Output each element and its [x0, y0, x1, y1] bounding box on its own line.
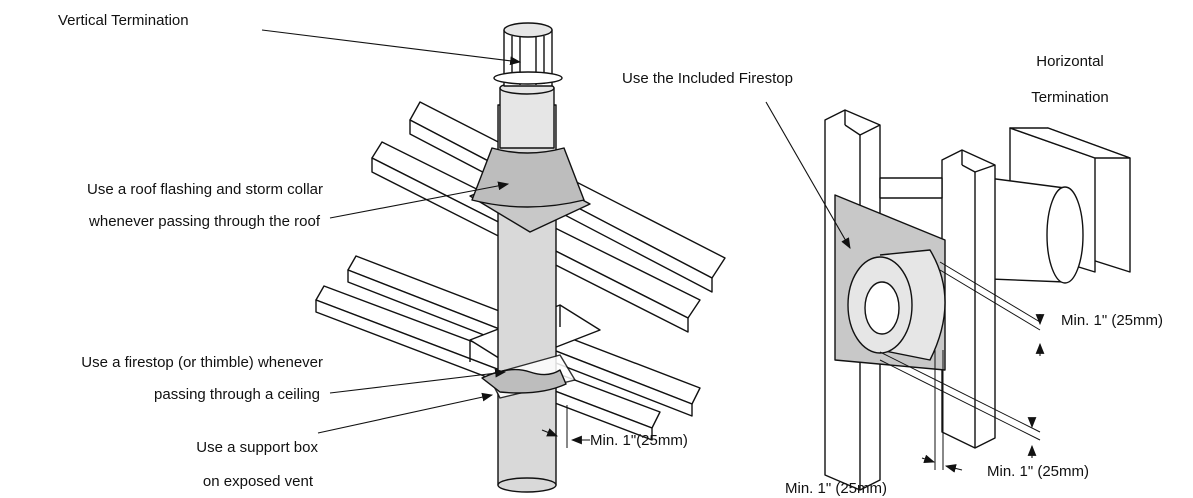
label-horizontal-line1: Horizontal: [1036, 53, 1104, 70]
label-firestop-line1: Use a firestop (or thimble) whenever: [81, 354, 323, 371]
label-roof-flashing-line1: Use a roof flashing and storm collar: [87, 181, 323, 198]
storm-collar: [471, 147, 585, 208]
label-firestop-line2: passing through a ceiling: [154, 386, 320, 403]
label-min-right-lower: Min. 1" (25mm): [987, 463, 1090, 480]
leader-included-firestop: [765, 101, 851, 249]
wall-vent-pipe: [847, 249, 946, 361]
label-horizontal-line2: Termination: [1031, 89, 1109, 106]
dimension-arrows: [541, 314, 1045, 473]
dim-arrow-bottom-right: [944, 464, 963, 473]
label-roof-flashing-line2: whenever passing through the roof: [89, 213, 320, 230]
dim-arrow-vertical: [541, 428, 559, 437]
label-included-firestop: Use the Included Firestop: [622, 70, 793, 87]
label-min-vertical: Min. 1"(25mm): [590, 432, 688, 449]
label-support-box-line1: Use a support box: [196, 439, 318, 456]
label-min-right-upper: Min. 1" (25mm): [1061, 312, 1164, 329]
label-min-bottom: Min. 1" (25mm): [785, 480, 888, 497]
vertical-installation: [315, 22, 726, 493]
callout-leaders: [261, 29, 851, 434]
wall-stud-right: [941, 149, 996, 449]
leader-roof-flashing: [329, 181, 510, 219]
vertical-termination-cap: [493, 22, 563, 87]
horizontal-installation: [824, 109, 1131, 491]
label-support-box-line2: on exposed vent: [202, 473, 313, 490]
leader-firestop: [329, 368, 507, 394]
leader-support-box: [317, 392, 494, 434]
dim-arrow-bottom-left: [921, 454, 936, 464]
leader-vertical-termination: [261, 29, 522, 66]
label-vertical-termination: Vertical Termination: [58, 12, 189, 29]
